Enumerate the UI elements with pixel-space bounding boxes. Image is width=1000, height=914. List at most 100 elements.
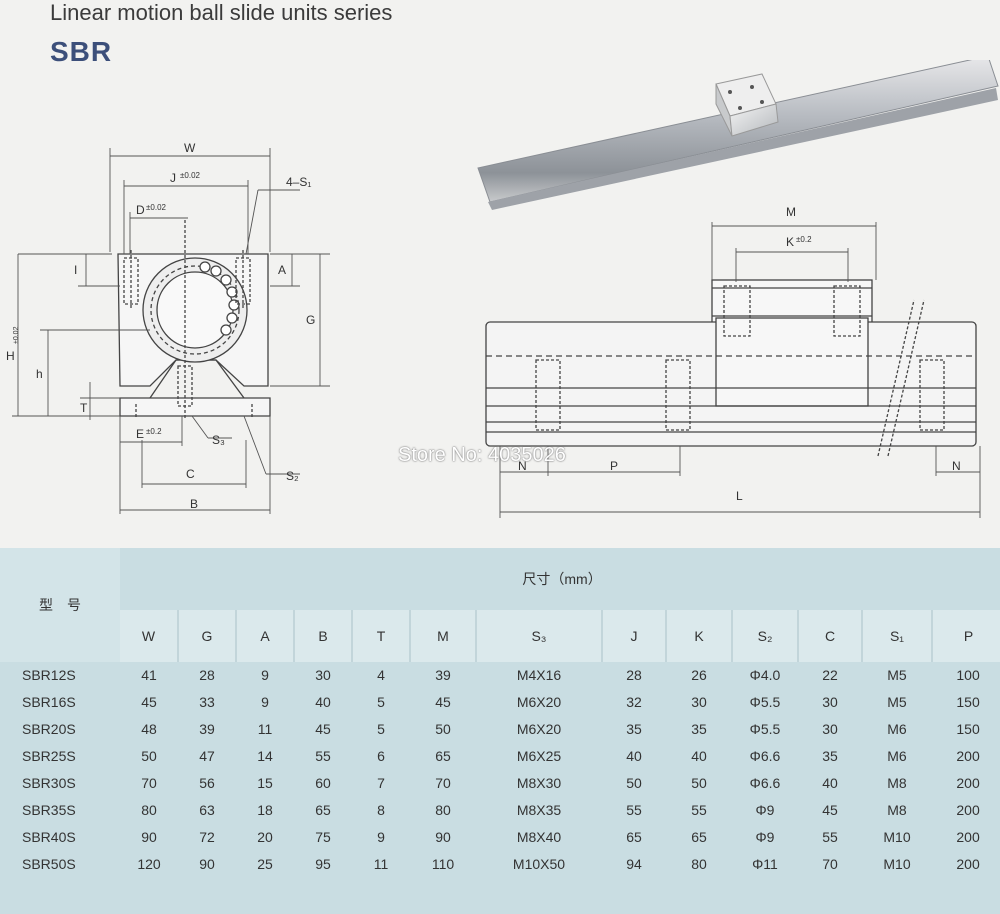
label-h: h	[36, 367, 43, 381]
value-cell: 90	[141, 828, 157, 845]
value-cell: 63	[199, 801, 215, 818]
value-cell: M8	[887, 801, 907, 818]
value-cell: 11	[257, 721, 273, 738]
value-cell: M10	[883, 855, 911, 872]
value-cell: 14	[257, 748, 273, 765]
drawing-svg: W J ±0.02 4–S₁ D ±0.02 I A G H ±0.02 h T…	[6, 55, 999, 518]
value-cell: 55	[822, 828, 838, 845]
value-cell: 200	[956, 748, 980, 765]
value-cell: Φ9	[755, 801, 775, 818]
value-cell: 80	[141, 801, 157, 818]
value-cell: M6	[887, 721, 907, 738]
value-cell: 30	[315, 667, 331, 684]
label-K: K	[786, 235, 794, 249]
value-cell: M5	[887, 694, 907, 711]
label-A: A	[278, 263, 286, 277]
value-cell: 55	[626, 801, 642, 818]
model-cell: SBR40S	[22, 828, 76, 845]
value-cell: 72	[199, 828, 215, 845]
value-cell: Φ5.5	[749, 694, 781, 711]
value-cell: 30	[822, 694, 838, 711]
label-N-left: N	[518, 459, 527, 473]
value-cell: 50	[626, 775, 642, 791]
label-P: P	[610, 459, 618, 473]
label-I: I	[74, 263, 77, 277]
value-cell: 40	[822, 775, 838, 791]
label-K-tol: ±0.2	[796, 235, 812, 244]
value-cell: 35	[691, 721, 707, 738]
model-cell: SBR12S	[22, 667, 76, 684]
value-cell: 6	[377, 748, 385, 765]
label-C: C	[186, 467, 195, 481]
value-cell: 35	[626, 721, 642, 738]
value-cell: 28	[626, 667, 642, 684]
value-cell: 65	[691, 828, 707, 845]
value-cell: 11	[373, 855, 389, 872]
value-cell: 30	[691, 694, 707, 711]
label-J-tol: ±0.02	[180, 171, 201, 180]
value-cell: 70	[822, 855, 838, 872]
value-cell: 50	[141, 748, 157, 765]
dimension-header: 尺寸（mm）	[522, 571, 602, 587]
column-header: A	[235, 610, 294, 662]
value-cell: 70	[435, 775, 451, 791]
label-D: D	[136, 203, 145, 217]
value-cell: Φ5.5	[749, 721, 781, 738]
value-cell: 39	[435, 667, 451, 684]
value-cell: Φ6.6	[749, 775, 781, 791]
value-cell: 150	[956, 721, 980, 738]
value-cell: 4	[377, 667, 385, 684]
column-header: W	[120, 610, 178, 662]
value-cell: M6	[887, 748, 907, 765]
value-cell: 200	[956, 828, 980, 845]
value-cell: 45	[315, 721, 331, 738]
model-cell: SBR25S	[22, 748, 76, 765]
technical-drawing: W J ±0.02 4–S₁ D ±0.02 I A G H ±0.02 h T…	[0, 55, 1000, 540]
value-cell: Φ11	[752, 855, 778, 872]
column-header: P	[930, 610, 1000, 662]
label-D-tol: ±0.02	[146, 203, 167, 212]
value-cell: 30	[822, 721, 838, 738]
value-cell: 9	[261, 694, 269, 711]
value-cell: 40	[315, 694, 331, 711]
label-H-tol: ±0.02	[13, 326, 20, 344]
value-cell: 50	[435, 721, 451, 738]
value-cell: 20	[257, 828, 273, 845]
value-cell: M5	[887, 667, 907, 684]
series-code: SBR	[50, 36, 113, 67]
value-cell: 26	[691, 667, 707, 684]
value-cell: 55	[315, 748, 331, 765]
value-cell: 28	[199, 667, 215, 684]
column-header: C	[797, 610, 862, 662]
model-cell: SBR50S	[22, 855, 76, 872]
side-view-drawing	[485, 222, 981, 518]
value-cell: 41	[141, 667, 157, 684]
column-header: B	[293, 610, 352, 662]
value-cell: 40	[626, 748, 642, 765]
value-cell: 80	[691, 855, 707, 872]
value-cell: 90	[435, 828, 451, 845]
value-cell: 100	[956, 667, 980, 684]
model-cell: SBR35S	[22, 801, 76, 818]
value-cell: 33	[199, 694, 215, 711]
model-cell: SBR30S	[22, 775, 76, 791]
value-cell: M8X35	[516, 801, 562, 818]
value-cell: 9	[377, 828, 385, 845]
value-cell: 39	[199, 721, 215, 738]
model-cell: SBR20S	[22, 721, 76, 738]
label-S3: S₃	[212, 433, 225, 447]
column-header: T	[351, 610, 410, 662]
value-cell: 45	[435, 694, 451, 711]
column-header: M	[409, 610, 476, 662]
value-cell: M6X20	[516, 694, 562, 711]
value-cell: 8	[377, 801, 385, 818]
value-cell: 90	[199, 855, 215, 872]
cross-section-drawing	[12, 148, 330, 514]
value-cell: M10X50	[512, 855, 566, 872]
model-cell: SBR16S	[22, 694, 76, 711]
value-cell: 94	[626, 855, 642, 872]
value-cell: 48	[141, 721, 157, 738]
model-header: 型 号	[0, 548, 120, 662]
